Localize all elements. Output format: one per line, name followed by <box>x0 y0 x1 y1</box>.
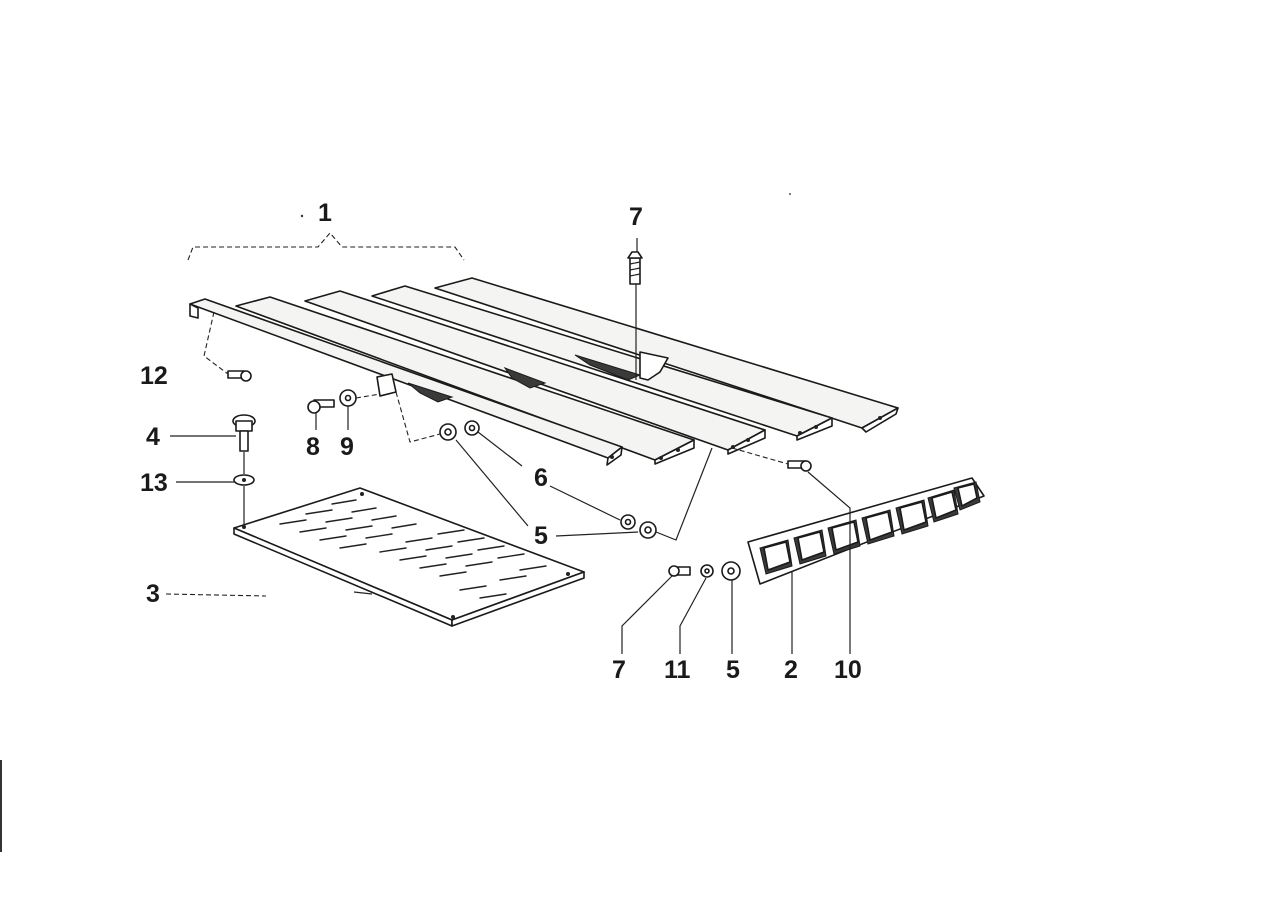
callout-12: 12 <box>140 362 168 390</box>
nut-6-upper <box>464 420 480 436</box>
washer-5-lower <box>639 521 657 539</box>
screw-10 <box>787 460 812 472</box>
leader-5-upper <box>455 439 529 527</box>
washer-9 <box>339 389 357 407</box>
callout-4: 4 <box>146 423 160 451</box>
cross-bracket <box>407 382 454 403</box>
leader-lines <box>165 238 851 654</box>
screw-7-bottom <box>668 565 691 577</box>
panel-louvers <box>279 499 547 599</box>
screw-8 <box>307 399 335 414</box>
scan-speck <box>300 214 304 218</box>
callout-2: 2 <box>784 656 798 684</box>
callout-10: 10 <box>834 656 862 684</box>
scan-edge-mark <box>0 760 2 852</box>
leader-5-lower <box>555 531 639 537</box>
leader-7-bottom <box>621 575 673 654</box>
callout-13: 13 <box>140 469 168 497</box>
leader-6-upper <box>477 431 523 467</box>
leader-bracket-to-washer <box>395 391 441 443</box>
slat-4 <box>371 285 833 441</box>
leader-9-to-bracket <box>355 393 381 399</box>
callout-5-right: 5 <box>726 656 740 684</box>
nut-6-lower <box>620 514 636 530</box>
knob-4 <box>232 414 256 452</box>
leader-11 <box>679 577 707 654</box>
lock-washer-11 <box>700 564 714 578</box>
part-3-louvered-panel <box>233 487 585 627</box>
scan-speck-2 <box>789 193 791 195</box>
callout-9: 9 <box>340 433 354 461</box>
leader-12 <box>203 311 229 375</box>
slat-1 <box>189 298 623 466</box>
screw-12 <box>227 370 252 382</box>
leader-3 <box>165 593 267 597</box>
callout-8: 8 <box>306 433 320 461</box>
washer-5-right <box>721 561 741 581</box>
leader-3-panel <box>353 591 373 595</box>
callouts: 1 7 12 4 8 9 13 6 5 3 7 11 5 2 10 <box>140 199 862 684</box>
washer-5-center <box>439 423 457 441</box>
screw-7-top <box>627 251 643 285</box>
callout-11: 11 <box>664 656 691 684</box>
leader-10-screw <box>731 447 789 465</box>
leader-6-lower <box>549 485 621 521</box>
part-1-slat-assembly <box>187 232 899 466</box>
part-2-vent-strip <box>747 477 985 585</box>
part-1-bracket <box>187 232 465 261</box>
vent-louvers <box>759 481 981 575</box>
slat-5 <box>434 277 899 433</box>
callout-3: 3 <box>146 580 160 608</box>
washer-13 <box>233 474 255 486</box>
slat-2 <box>235 296 695 465</box>
callout-7-bottom: 7 <box>612 656 626 684</box>
callout-7-top: 7 <box>629 203 643 231</box>
callout-5-center: 5 <box>534 522 548 550</box>
leader-5-to-slat <box>655 447 713 541</box>
leader-10 <box>807 471 851 654</box>
slat-3 <box>304 290 766 455</box>
callout-6: 6 <box>534 464 548 492</box>
callout-1: 1 <box>318 199 332 227</box>
